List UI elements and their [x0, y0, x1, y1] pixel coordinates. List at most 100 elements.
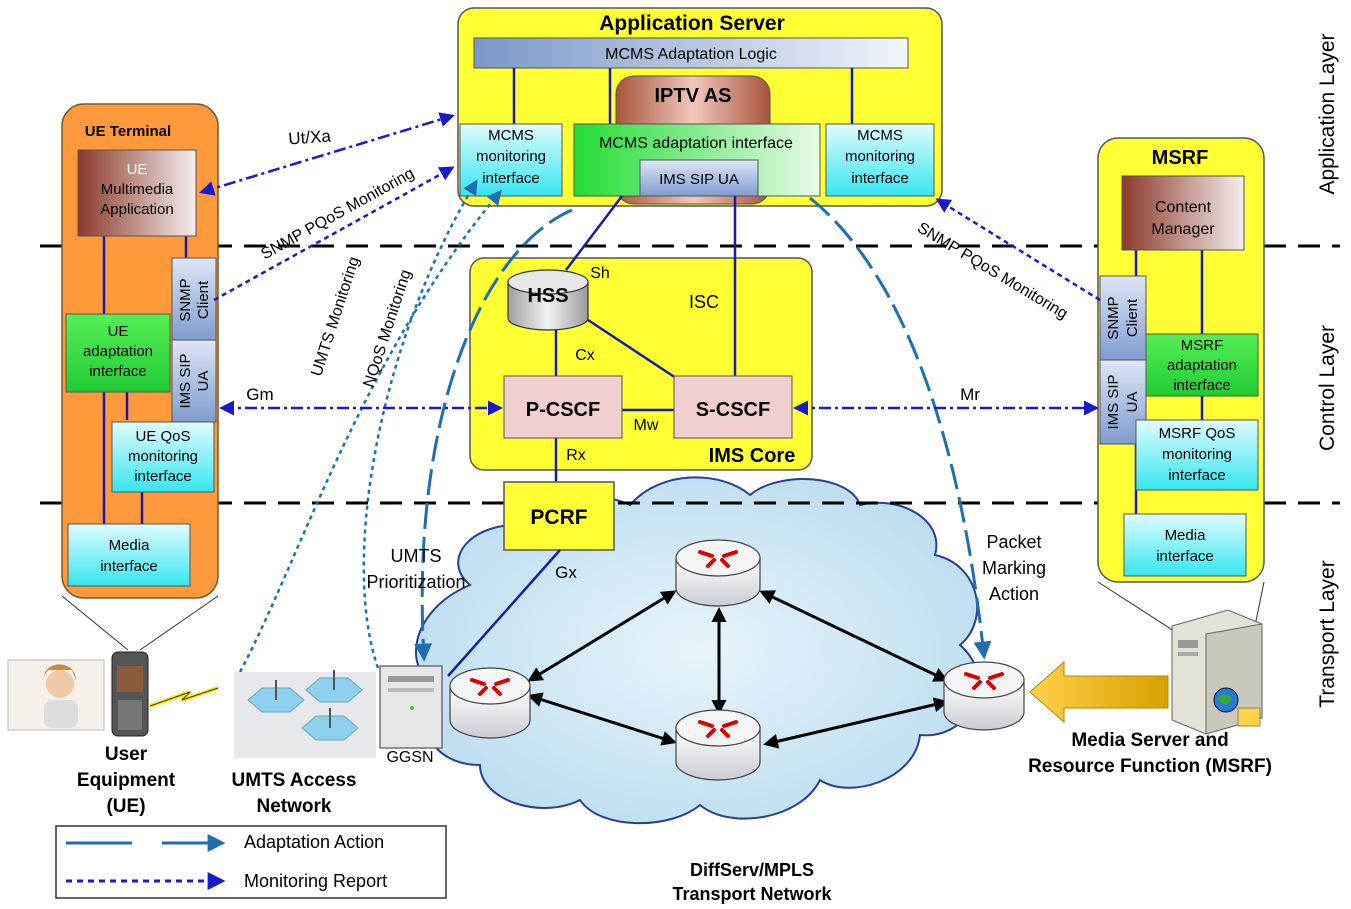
msrf-label-line1: Media Server and — [1071, 730, 1228, 751]
ut-xa-link — [199, 112, 455, 196]
msrf-server-icon — [1171, 609, 1263, 735]
umts-label-line1: UMTS Access — [232, 770, 357, 791]
nqos-monitoring-link — [362, 179, 478, 669]
msrf-title: MSRF — [1152, 147, 1209, 169]
ggsn-server — [379, 665, 443, 749]
layer-control-label: Control Layer — [1316, 325, 1339, 451]
content-manager-box — [1121, 175, 1245, 251]
ue-label-line1: User — [105, 744, 148, 765]
ue-terminal: UE Terminal UE Multimedia Application UE… — [61, 103, 219, 599]
snmp-left-label: SNMP PQoS Monitoring — [258, 165, 417, 263]
ggsn-label: GGSN — [386, 749, 433, 766]
gm-label: Gm — [246, 385, 273, 404]
ims-core: IMS Core HSS P-CSCF S-CSCF Sh ISC Cx Mw … — [469, 195, 813, 484]
ue-label-line3: (UE) — [106, 796, 145, 817]
ue-label-line2: Equipment — [77, 770, 176, 791]
ue-qos-box — [111, 421, 215, 493]
msrf-qos-line1: MSRF QoS — [1159, 425, 1236, 442]
umts-monitoring-link — [238, 189, 502, 673]
pcscf-box — [503, 375, 623, 439]
transport-label-line1: DiffServ/MPLS — [690, 860, 814, 880]
router-left — [449, 667, 531, 739]
msrf-box: MSRF Content Manager SNMP Client IMS SIP… — [1097, 137, 1265, 583]
isc-label: ISC — [689, 292, 719, 312]
snmp-right-label: SNMP PQoS Monitoring — [914, 220, 1070, 323]
umts-prio-line1: UMTS — [391, 546, 442, 566]
as-sip-ua-label: IMS SIP UA — [659, 171, 739, 188]
ue-media-box — [67, 523, 191, 587]
ut-xa-label: Ut/Xa — [288, 127, 332, 149]
router-top — [675, 539, 761, 607]
ue-snmp-line2: Client — [195, 280, 212, 319]
legend-monitoring-label: Monitoring Report — [244, 871, 387, 891]
mon-left-line3: interface — [482, 170, 540, 187]
umts-label-line2: Network — [257, 796, 332, 817]
ue-sip-line2: UA — [195, 371, 212, 392]
msrf-adapt-line1: MSRF — [1181, 337, 1224, 354]
umts-monitoring-label: UMTS Monitoring — [308, 255, 363, 379]
msrf-snmp-client-box — [1099, 275, 1147, 361]
ue-multimedia-app-box — [77, 149, 197, 237]
msrf-adapt-line3: interface — [1173, 377, 1231, 394]
transport-label-line2: Transport Network — [672, 884, 832, 904]
ue-app-line2: Multimedia — [101, 181, 174, 198]
msrf-media-box — [1123, 513, 1247, 577]
gx-label: Gx — [555, 563, 577, 582]
ue-snmp-line1: SNMP — [177, 278, 194, 321]
umts-access-network-icon — [234, 670, 376, 758]
ims-core-title: IMS Core — [709, 445, 796, 467]
msrf-sip-line2: UA — [1124, 392, 1141, 413]
ue-sip-ua-box — [171, 339, 217, 423]
app-server-title: Application Server — [599, 12, 785, 35]
router-links — [527, 590, 949, 749]
mw-label: Mw — [634, 417, 659, 434]
ue-adaptation-box — [65, 313, 171, 393]
application-server: Application Server MCMS Adaptation Logic… — [457, 7, 943, 207]
content-line1: Content — [1155, 199, 1212, 216]
ue-qos-line1: UE QoS — [135, 428, 190, 445]
mcms-monitoring-right-box — [825, 123, 935, 197]
mon-right-line1: MCMS — [857, 127, 903, 144]
router-bottom — [675, 709, 761, 781]
rx-label: Rx — [566, 447, 586, 464]
scscf-label: S-CSCF — [696, 399, 770, 421]
msrf-snmp-line1: SNMP — [1105, 296, 1122, 339]
mon-left-line2: monitoring — [476, 148, 546, 165]
cx-label: Cx — [575, 347, 595, 364]
wireless-link-outline — [149, 687, 219, 707]
media-stream-arrow — [1029, 660, 1169, 724]
mobile-phone-icon — [111, 651, 149, 737]
ue-sip-line1: IMS SIP — [177, 353, 194, 408]
ue-qos-line3: interface — [134, 468, 192, 485]
ue-media-line2: interface — [100, 558, 158, 575]
mon-right-line2: monitoring — [845, 148, 915, 165]
mon-right-line3: interface — [851, 170, 909, 187]
ue-adapt-line2: adaptation — [83, 343, 153, 360]
sh-label: Sh — [590, 265, 610, 282]
msrf-label-line2: Resource Function (MSRF) — [1028, 756, 1272, 777]
wireless-link-icon — [149, 686, 219, 708]
msrf-media-line2: interface — [1156, 548, 1214, 565]
content-line2: Manager — [1151, 221, 1215, 238]
mon-left-line1: MCMS — [488, 127, 534, 144]
layer-application-label: Application Layer — [1316, 33, 1339, 194]
user-photo — [7, 659, 105, 731]
snmp-left-link — [213, 166, 455, 302]
layer-transport-label: Transport Layer — [1316, 560, 1339, 707]
msrf-qos-line3: interface — [1168, 467, 1226, 484]
mcms-adapt-if-label: MCMS adaptation interface — [599, 135, 793, 152]
packet-marking-link — [809, 196, 992, 660]
ue-snmp-client-box — [171, 257, 217, 341]
legend-adaptation-label: Adaptation Action — [244, 832, 384, 852]
snmp-right-link — [935, 198, 1101, 302]
mcms-logic-label: MCMS Adaptation Logic — [605, 46, 777, 63]
msrf-qos-line2: monitoring — [1162, 446, 1232, 463]
pcrf-box — [503, 481, 615, 551]
router-right — [943, 661, 1025, 731]
mr-label: Mr — [960, 385, 980, 404]
mcms-adaptation-logic-box — [473, 37, 909, 69]
ue-adapt-line3: interface — [89, 363, 147, 380]
packet-mark-line2: Marking — [982, 558, 1046, 578]
ue-terminal-title: UE Terminal — [85, 123, 171, 140]
msrf-snmp-line2: Client — [1124, 298, 1141, 337]
